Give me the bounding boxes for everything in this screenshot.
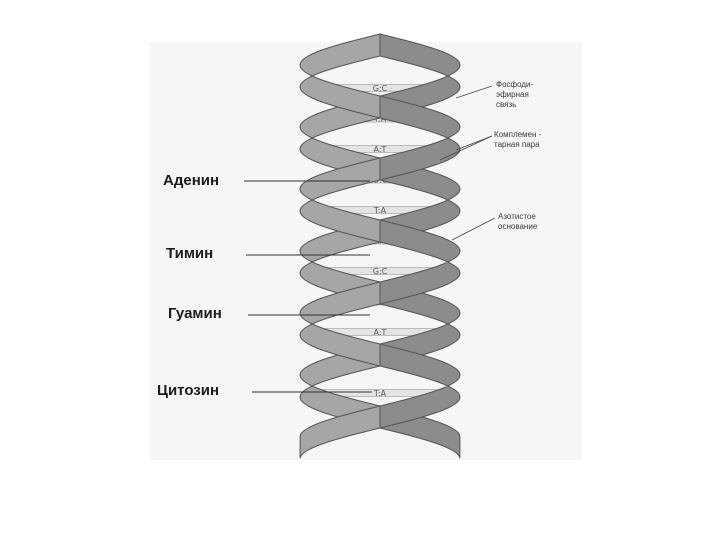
- strand-2-segment: [299, 157, 381, 243]
- strand-2-segment: [379, 95, 461, 181]
- label-cytosine: Цитозин: [157, 382, 220, 399]
- base-pair-label: T:A: [373, 206, 387, 215]
- strand-2-segment: [379, 219, 461, 305]
- leader-phosphodiester: [455, 85, 493, 99]
- base-pair-label: T:A: [373, 115, 387, 124]
- strand-2-segment: [379, 343, 461, 429]
- annotation-nitrogen-base: Азотистое основание: [498, 212, 538, 231]
- annotation-phosphodiester: Фосфоди- эфирная связь: [496, 80, 534, 109]
- base-pair-label: G:C: [373, 267, 388, 276]
- strand-2-segment: [299, 33, 381, 119]
- base-pair-label: G:C: [373, 84, 388, 93]
- strand-2-segment: [299, 405, 381, 459]
- base-pair-label: A:T: [374, 328, 387, 337]
- base-pair-label: T:A: [373, 389, 387, 398]
- strand-2-segment: [299, 281, 381, 367]
- leader-complementary-2: [439, 135, 493, 161]
- base-pair-label: A:T: [374, 145, 387, 154]
- annotation-complementary-pair: Комплемен - тарная пара: [494, 130, 542, 149]
- label-guanine: Гуамин: [168, 305, 222, 322]
- leader-nitrogen-base: [451, 217, 496, 241]
- label-adenine: Аденин: [163, 172, 220, 189]
- label-thymine: Тимин: [166, 245, 214, 262]
